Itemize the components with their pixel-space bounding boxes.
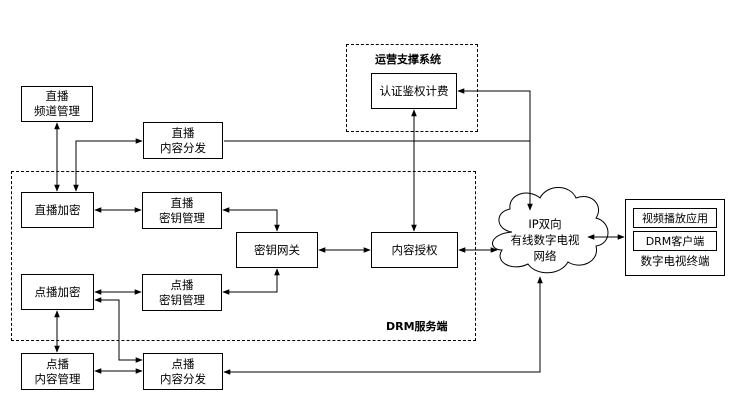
terminal-title: 数字电视终端: [640, 254, 710, 268]
video-player-app-box: 视频播放应用: [633, 208, 717, 228]
node-text: 点播加密: [34, 284, 81, 299]
node-text: 内容分发: [160, 371, 206, 386]
node-text: 点播: [170, 277, 194, 292]
network-cloud-shape: [492, 187, 609, 274]
edge: [223, 276, 543, 375]
node-text: 内容分发: [160, 140, 206, 155]
edge: [222, 268, 280, 295]
node-text: 点播: [171, 356, 195, 371]
vod-encryption-node: 点播加密: [21, 274, 94, 310]
edge: [94, 297, 143, 363]
content-authorization-node: 内容授权: [371, 232, 458, 268]
node-text: 内容管理: [34, 371, 81, 386]
node-text: 点播: [46, 356, 69, 371]
ops-support-system-label: 运营支撑系统: [375, 53, 441, 66]
node-text: 直播加密: [34, 202, 81, 217]
node-text: 视频播放应用: [642, 211, 708, 225]
live-encryption-node: 直播加密: [21, 192, 94, 228]
node-text: 认证鉴权计费: [379, 83, 449, 98]
node-text: 直播: [45, 89, 69, 103]
node-text: 密钥管理: [159, 210, 205, 225]
vod-content-management-node: 点播 内容管理: [21, 353, 94, 390]
edge: [222, 207, 280, 232]
digital-tv-terminal-node: 视频播放应用 DRM客户端 数字电视终端: [625, 199, 725, 276]
live-key-management-node: 直播 密钥管理: [142, 192, 222, 229]
node-text: DRM客户端: [645, 234, 705, 248]
network-label-line3: 网络: [534, 249, 557, 263]
edge: [457, 88, 531, 141]
node-text: 直播: [170, 195, 194, 210]
node-text: 内容授权: [391, 242, 438, 257]
vod-key-management-node: 点播 密钥管理: [142, 274, 222, 311]
edge: [224, 140, 533, 211]
node-text: 密钥网关: [254, 242, 300, 257]
drm-client-box: DRM客户端: [633, 231, 717, 251]
edge: [73, 138, 143, 192]
live-channel-management-node: 直播 频道管理: [21, 86, 93, 122]
vod-content-distribution-node: 点播 内容分发: [143, 353, 223, 390]
auth-billing-node: 认证鉴权计费: [371, 73, 457, 109]
key-gateway-node: 密钥网关: [236, 232, 318, 268]
node-text: 密钥管理: [159, 292, 205, 307]
live-content-distribution-node: 直播 内容分发: [143, 122, 223, 159]
network-label-line2: 有线数字电视: [511, 233, 580, 247]
node-text: 频道管理: [34, 104, 80, 118]
node-text: 直播: [171, 125, 195, 140]
network-label-line1: IP双向: [528, 217, 561, 231]
